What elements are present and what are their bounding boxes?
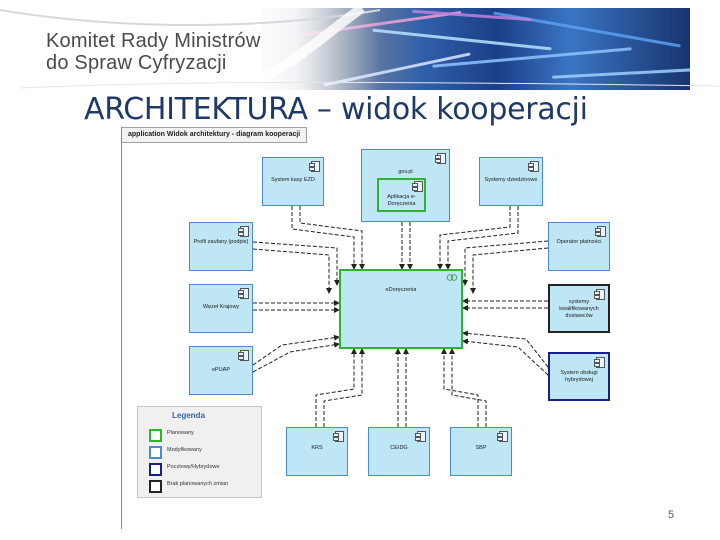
e-doreczenia-box[interactable]: eDoręczenia [339, 269, 463, 349]
legend-swatch [149, 463, 162, 476]
sbp-box[interactable]: SBP [450, 427, 512, 476]
component-icon [412, 181, 423, 192]
operator-platnosci-label: Operator płatności [556, 239, 602, 245]
wezel-krajowy-box[interactable]: Węzeł Krajowy [189, 284, 253, 333]
component-icon [594, 289, 605, 300]
diagram-tab: application Widok architektury - diagram… [122, 127, 308, 143]
system-kasy-label: System kasy EZD [271, 177, 315, 183]
systemy-dziedzinowe-label: Systemy dziedzinowe [484, 177, 538, 183]
system-kasy-box[interactable]: System kasy EZD [262, 157, 324, 206]
aplikacja-box[interactable]: Aplikacja e-Doręczenia [377, 178, 426, 212]
legend-swatch [149, 446, 162, 459]
header-banner: Komitet Rady Ministrów do Spraw Cyfryzac… [0, 0, 720, 92]
legend-label: Modyfikowany [167, 447, 202, 453]
operator-platnosci-box[interactable]: Operator płatności [548, 222, 610, 271]
component-icon [238, 288, 249, 299]
profil-zaufany-label: Profil zaufany (podpis) [193, 239, 249, 245]
legend: Legenda Planowany Modyfikowany Pocztowy/… [137, 406, 262, 498]
component-icon [238, 226, 249, 237]
component-icon [594, 357, 605, 368]
krs-label: KRS [311, 445, 323, 451]
systemy-dziedzinowe-box[interactable]: Systemy dziedzinowe [479, 157, 543, 206]
component-icon [497, 431, 508, 442]
component-icon [415, 431, 426, 442]
slide-title: ARCHITEKTURA – widok kooperacji [84, 92, 588, 127]
wezel-krajowy-label: Węzeł Krajowy [202, 304, 240, 310]
systemy-kwalifikowanych-label: systemy kwalifikowanych dostawców [559, 299, 599, 319]
component-icon [528, 161, 539, 172]
aplikacja-label: Aplikacja e-Doręczenia [387, 194, 416, 207]
component-icon [309, 161, 320, 172]
epuap-box[interactable]: ePUAP [189, 346, 253, 395]
system-hybrydowej-box[interactable]: System obsługi hybrydowej [548, 352, 610, 401]
system-hybrydowej-label: System obsługi hybrydowej [560, 370, 598, 383]
gov-pl-label: gov.pl [398, 169, 413, 175]
page-number: 5 [668, 509, 675, 521]
epuap-label: ePUAP [211, 367, 231, 373]
org-name-line1: Komitet Rady Ministrów [46, 30, 261, 52]
diagram-connectors [247, 201, 554, 432]
header-swoosh [0, 3, 720, 92]
krs-box[interactable]: KRS [286, 427, 348, 476]
ceidg-box[interactable]: CEIDG [368, 427, 430, 476]
organization-name: Komitet Rady Ministrów do Spraw Cyfryzac… [46, 30, 260, 74]
ceidg-label: CEIDG [390, 445, 408, 451]
lifecycle-icon [446, 274, 458, 281]
legend-label: Planowany [167, 430, 194, 436]
e-doreczenia-label: eDoręczenia [385, 287, 417, 293]
cooperation-diagram: application Widok architektury - diagram… [121, 127, 720, 529]
component-icon [238, 350, 249, 361]
org-name-line2: do Spraw Cyfryzacji [46, 52, 227, 74]
sbp-label: SBP [475, 445, 487, 451]
legend-title: Legenda [172, 411, 205, 420]
legend-label: Brak planowanych zmian [167, 481, 229, 487]
legend-swatch [149, 480, 162, 493]
legend-label: Pocztowy/Hybrydowe [167, 464, 220, 470]
component-icon [333, 431, 344, 442]
component-icon [435, 153, 446, 164]
systemy-kwalifikowanych-box[interactable]: systemy kwalifikowanych dostawców [548, 284, 610, 333]
profil-zaufany-box[interactable]: Profil zaufany (podpis) [189, 222, 253, 271]
component-icon [595, 226, 606, 237]
legend-swatch [149, 429, 162, 442]
